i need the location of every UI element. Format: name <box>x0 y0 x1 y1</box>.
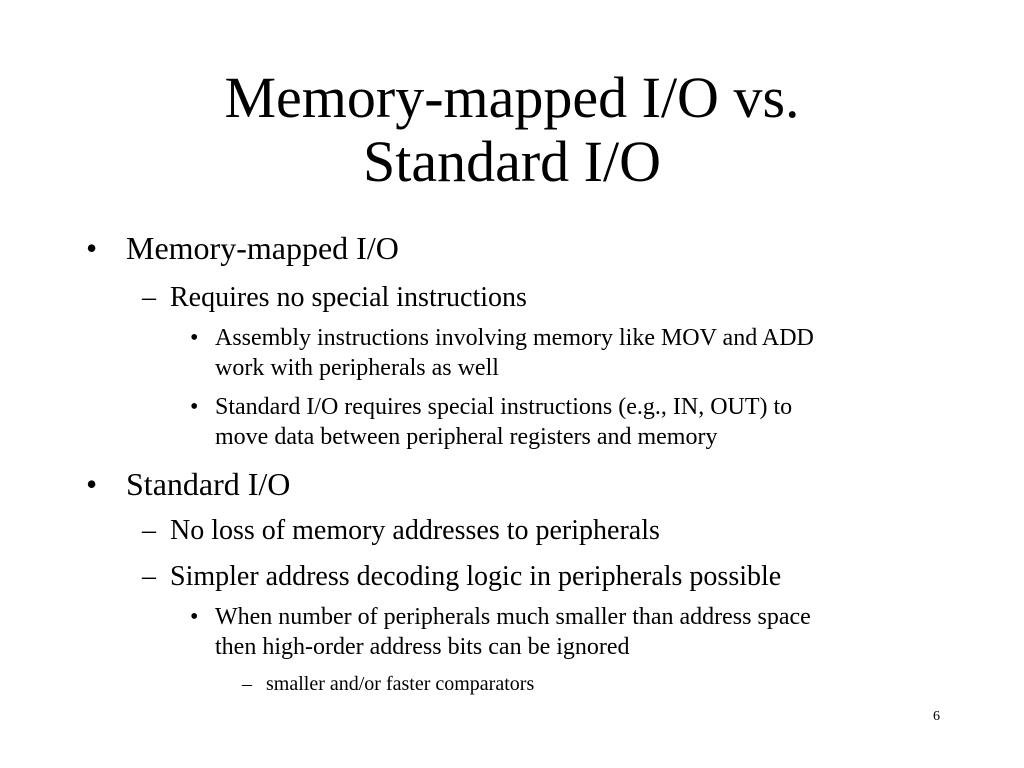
slide-title: Memory-mapped I/O vs. Standard I/O <box>0 66 1024 194</box>
subbullet-simpler-decoding: Simpler address decoding logic in periph… <box>170 561 782 592</box>
subbullet-no-loss-of-addresses: No loss of memory addresses to periphera… <box>170 515 660 546</box>
bullet-memory-mapped-io: Memory-mapped I/O <box>126 230 399 266</box>
bullet-marker: • <box>190 394 199 420</box>
bullet-marker: • <box>86 466 98 502</box>
dash-marker: – <box>242 673 252 695</box>
bullet-marker: • <box>86 230 98 266</box>
point-peripherals-smaller-line-1: When number of peripherals much smaller … <box>215 604 811 630</box>
bullet-marker: • <box>190 604 199 630</box>
dash-marker: – <box>142 282 156 313</box>
point-standard-io-special-line-2: move data between peripheral registers a… <box>215 424 718 450</box>
subbullet-no-special-instructions: Requires no special instructions <box>170 282 527 313</box>
point-peripherals-smaller-line-2: then high-order address bits can be igno… <box>215 634 630 660</box>
point-faster-comparators: smaller and/or faster comparators <box>266 673 535 695</box>
dash-marker: – <box>142 515 156 546</box>
page-number: 6 <box>933 709 940 724</box>
dash-marker: – <box>142 561 156 592</box>
slide-title-line-2: Standard I/O <box>363 129 661 194</box>
point-assembly-instructions-line-1: Assembly instructions involving memory l… <box>215 325 814 351</box>
slide-title-line-1: Memory-mapped I/O vs. <box>224 65 800 130</box>
bullet-standard-io: Standard I/O <box>126 466 291 502</box>
bullet-marker: • <box>190 325 199 351</box>
point-standard-io-special-line-1: Standard I/O requires special instructio… <box>215 394 793 420</box>
point-assembly-instructions-line-2: work with peripherals as well <box>215 355 499 381</box>
